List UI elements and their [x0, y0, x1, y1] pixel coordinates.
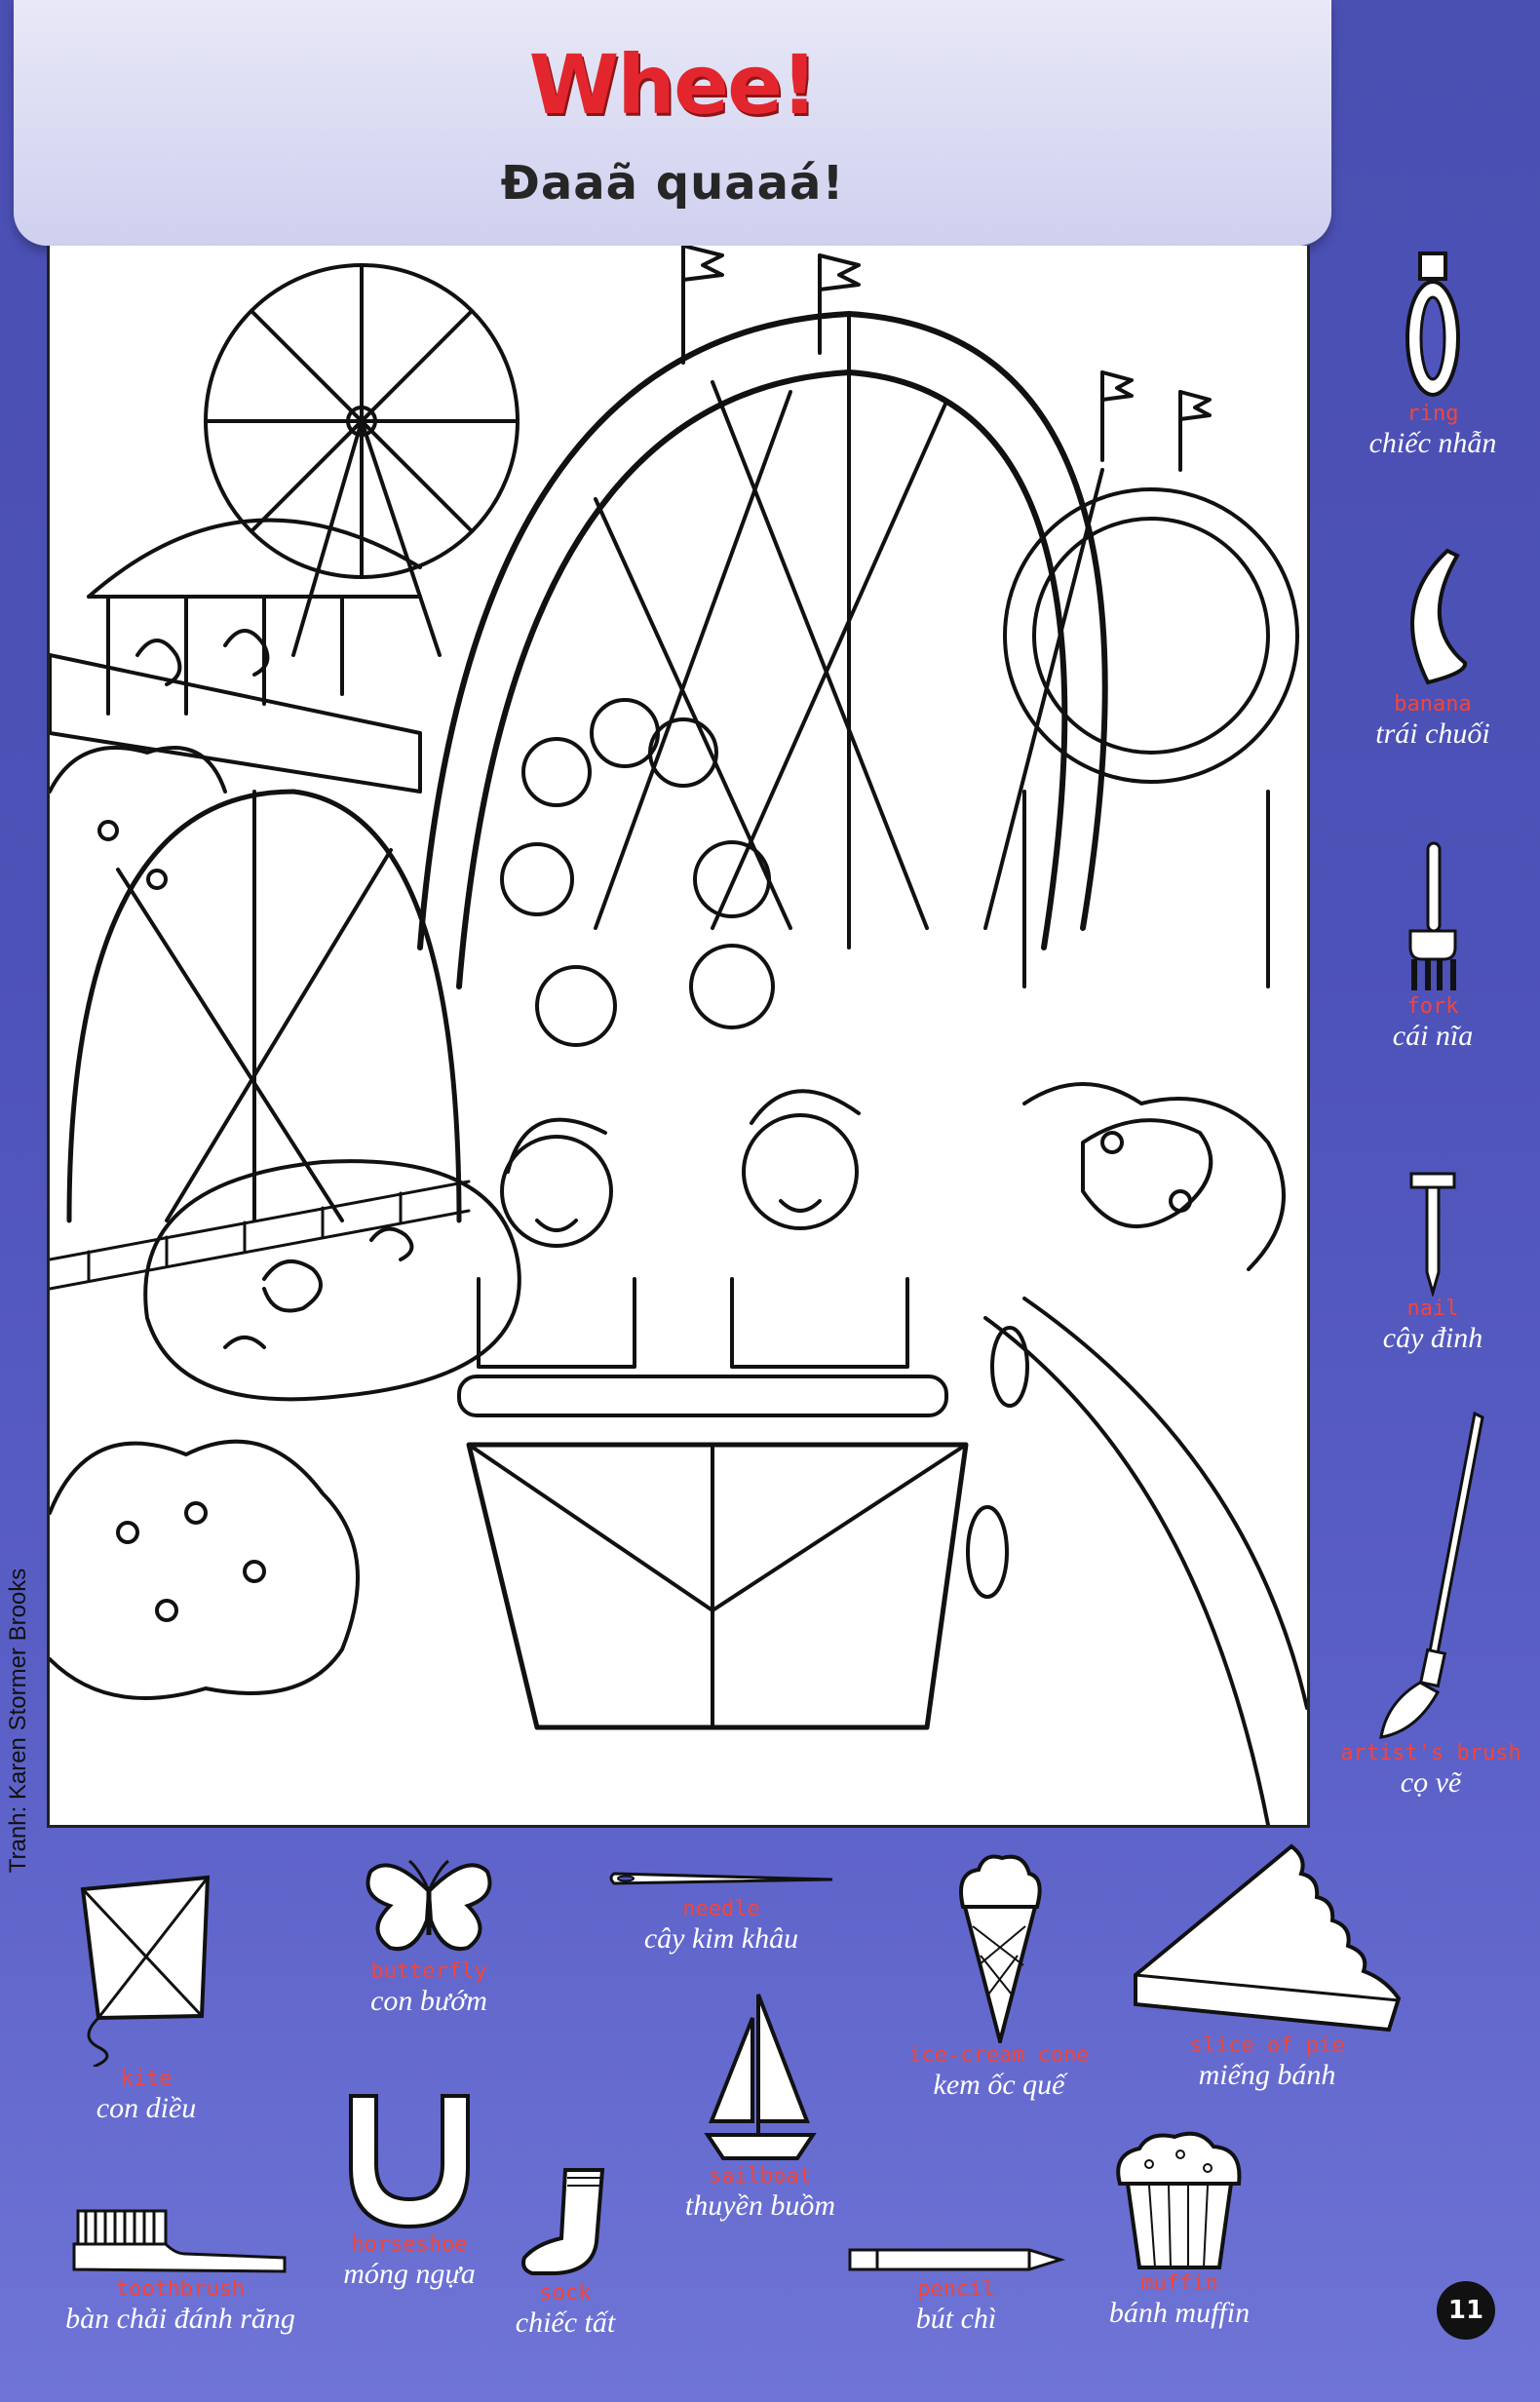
- nail-icon: [1409, 1172, 1456, 1297]
- page-header: Whee! Đaaã quaaá!: [14, 0, 1331, 246]
- item-label-en: horseshoe: [351, 2232, 468, 2257]
- ring-icon: [1405, 252, 1460, 397]
- ice-cream-cone-icon: [959, 1854, 1042, 2043]
- butterfly-icon: [366, 1859, 492, 1952]
- item-toothbrush: toothbrush bàn chải đánh răng: [39, 2199, 322, 2336]
- hidden-picture-illustration: [47, 246, 1310, 1828]
- item-ice-cream-cone: ice-cream cone kem ốc quế: [897, 1848, 1101, 2102]
- pond-drawing: [143, 1159, 521, 1402]
- horseshoe-icon: [349, 2094, 470, 2229]
- riders-drawing: [477, 698, 909, 1369]
- item-label-vi: chiếc tất: [515, 2306, 616, 2339]
- item-slice-of-pie: slice of pie miếng bánh: [1121, 1839, 1413, 2092]
- item-label-vi: bánh muffin: [1108, 2297, 1251, 2329]
- item-label-vi: móng ngựa: [343, 2258, 476, 2290]
- item-ring: ring chiếc nhẫn: [1335, 246, 1530, 460]
- ferris-wheel-drawing: [204, 263, 520, 657]
- left-coaster-loop-drawing: [66, 789, 462, 1223]
- item-label-en: muffin: [1140, 2271, 1218, 2296]
- fork-icon: [1408, 841, 1457, 990]
- toothbrush-icon: [72, 2209, 287, 2273]
- item-label-en: kite: [120, 2067, 173, 2091]
- item-needle: needle cây kim khâu: [604, 1858, 838, 1956]
- banana-icon: [1410, 548, 1467, 685]
- page-title: Whee!: [528, 37, 819, 133]
- item-label-vi: kem ốc quế: [933, 2069, 1065, 2101]
- carousel-drawing: [50, 518, 422, 794]
- item-label-en: sailboat: [709, 2164, 812, 2189]
- item-label-en: nail: [1406, 1297, 1459, 1321]
- bushes-drawing: [50, 746, 1286, 1700]
- item-artists-brush: artist's brush cọ vẽ: [1322, 1410, 1540, 1800]
- pie-slice-icon: [1134, 1843, 1402, 2033]
- pencil-icon: [848, 2248, 1066, 2271]
- item-banana: banana trái chuối: [1335, 546, 1530, 751]
- item-label-vi: bút chì: [915, 2303, 997, 2335]
- item-sailboat: sailboat thuyền buồm: [663, 1989, 858, 2223]
- item-pencil: pencil bút chì: [834, 2242, 1078, 2336]
- item-label-en: sock: [539, 2281, 592, 2305]
- item-label-vi: cọ vẽ: [1400, 1766, 1462, 1799]
- item-label-en: needle: [682, 1897, 760, 1921]
- item-fork: fork cái nĩa: [1335, 838, 1530, 1053]
- sailboat-icon: [704, 1994, 817, 2160]
- item-nail: nail cây đinh: [1335, 1170, 1530, 1355]
- item-label-en: butterfly: [370, 1959, 487, 1984]
- muffin-icon: [1116, 2131, 1242, 2269]
- item-kite: kite con diều: [58, 1872, 234, 2125]
- item-horseshoe: horseshoe móng ngựa: [312, 2086, 507, 2291]
- item-label-en: banana: [1394, 692, 1472, 717]
- page-subtitle: Đaaã quaaá!: [500, 156, 845, 211]
- item-label-vi: bàn chải đánh răng: [65, 2303, 295, 2335]
- item-label-vi: cái nĩa: [1392, 1020, 1474, 1052]
- item-butterfly: butterfly con bướm: [322, 1852, 536, 2018]
- item-sock: sock chiếc tất: [487, 2164, 643, 2340]
- needle-icon: [609, 1872, 833, 1885]
- item-label-en: ice-cream cone: [908, 2043, 1090, 2068]
- item-label-en: fork: [1406, 994, 1459, 1019]
- sock-icon: [521, 2168, 605, 2275]
- item-label-vi: chiếc nhẫn: [1368, 427, 1497, 459]
- roller-coaster-drawing: [417, 246, 1299, 989]
- kite-icon: [80, 1875, 211, 2067]
- page-number: 11: [1437, 2281, 1495, 2340]
- item-label-en: artist's brush: [1340, 1741, 1521, 1765]
- item-label-vi: con diều: [96, 2092, 197, 2124]
- item-label-vi: miếng bánh: [1198, 2059, 1336, 2091]
- paintbrush-icon: [1379, 1411, 1484, 1739]
- fence-drawing: [50, 1180, 471, 1291]
- item-label-en: toothbrush: [115, 2277, 246, 2302]
- item-muffin: muffin bánh muffin: [1082, 2125, 1277, 2330]
- item-label-vi: thuyền buồm: [684, 2189, 836, 2222]
- item-label-en: ring: [1406, 402, 1459, 426]
- item-label-en: slice of pie: [1189, 2034, 1345, 2058]
- item-label-vi: cây kim khâu: [643, 1922, 799, 1955]
- item-label-vi: trái chuối: [1375, 717, 1490, 750]
- illustrator-credit: Tranh: Karen Stormer Brooks: [5, 1568, 31, 1874]
- item-label-en: pencil: [917, 2277, 995, 2302]
- item-label-vi: cây đinh: [1382, 1322, 1483, 1354]
- coaster-car-drawing: [457, 1297, 1307, 1825]
- item-label-vi: con bướm: [370, 1985, 487, 2017]
